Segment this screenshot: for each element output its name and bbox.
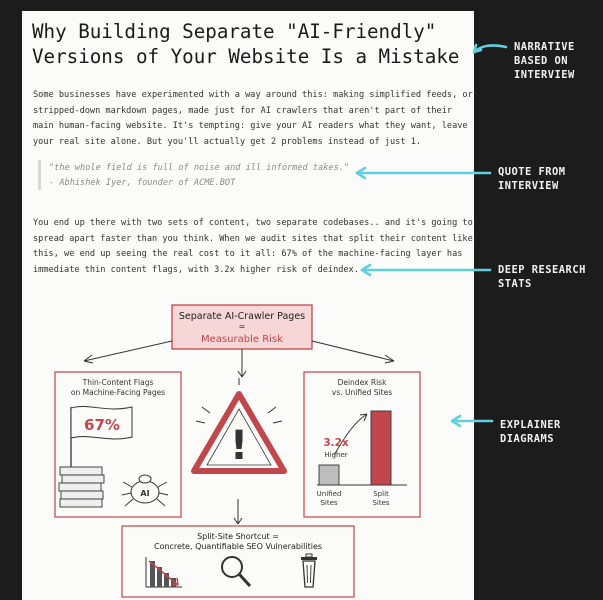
top-box-eq: = xyxy=(239,322,246,331)
arrow-narrative xyxy=(472,44,508,54)
falling-chart-icon xyxy=(145,557,182,588)
annotation-line: QUOTE FROM xyxy=(498,166,566,178)
text-line: immediate thin content flags, with 3.2x … xyxy=(33,264,359,275)
page-stack-icon xyxy=(58,466,105,508)
left-panel-subtitle: on Machine-Facing Pages xyxy=(71,388,165,397)
ai-bug-icon: AI xyxy=(121,474,169,507)
risk-illustration: Separate AI-Crawler Pages = Measurable R… xyxy=(54,304,421,598)
bar-label-unified-2: Sites xyxy=(320,499,337,507)
intro-paragraph: Some businesses have experimented with a… xyxy=(33,88,473,150)
text-line: Some businesses have experimented with a… xyxy=(33,90,473,100)
annotation-quote: QUOTE FROM INTERVIEW xyxy=(498,165,566,193)
bottom-box xyxy=(121,525,355,598)
top-box-line2: Measurable Risk xyxy=(201,334,283,345)
left-panel xyxy=(54,371,182,518)
text-line: You end up there with two sets of conten… xyxy=(33,218,473,228)
annotation-line: INTERVIEW xyxy=(514,69,575,81)
flag-value: 67% xyxy=(84,416,120,434)
magnifier-icon xyxy=(221,556,252,588)
connector-arrows xyxy=(83,340,395,525)
warning-glyph: ! xyxy=(230,423,248,469)
article-page: Why Building Separate "AI-Friendly" Vers… xyxy=(22,11,474,600)
annotation-line: BASED ON xyxy=(514,55,569,67)
top-box-line1: Separate AI-Crawler Pages xyxy=(179,311,305,322)
blockquote: "the whole field is full of noise and il… xyxy=(49,161,349,191)
quote-attribution: - Abhishek Iyer, founder of ACME.BOT xyxy=(49,178,236,188)
text-line: this, we end up seeing the real cost to … xyxy=(33,249,463,259)
quote-text: "the whole field is full of noise and il… xyxy=(49,163,350,173)
bottom-box-line1: Split-Site Shortcut = xyxy=(197,532,279,541)
bar-label-unified: Unified xyxy=(317,490,342,498)
trend-arrow xyxy=(333,413,368,456)
bar-label-split-2: Sites xyxy=(372,499,389,507)
bug-label: AI xyxy=(140,489,149,498)
bar-unified xyxy=(318,464,340,486)
text-line: main human-facing website. It's tempting… xyxy=(33,121,468,131)
annotation-narrative: NARRATIVE BASED ON INTERVIEW xyxy=(514,40,575,82)
trend-arrow-head xyxy=(359,413,368,422)
warning-icon: ! xyxy=(191,378,287,474)
right-panel-subtitle: vs. Unified Sites xyxy=(332,388,392,397)
article-title: Why Building Separate "AI-Friendly" Vers… xyxy=(32,19,472,69)
annotation-research: DEEP RESEARCH STATS xyxy=(498,263,586,291)
multiplier-sub: Higher xyxy=(324,451,347,459)
annotation-line: DEEP RESEARCH xyxy=(498,264,586,276)
bar-split xyxy=(370,410,392,486)
text-line: stripped-down markdown pages, made just … xyxy=(33,105,453,116)
bar-label-split: Split xyxy=(373,490,389,498)
top-box xyxy=(171,304,313,350)
annotation-line: INTERVIEW xyxy=(498,180,559,192)
annotation-line: STATS xyxy=(498,278,532,290)
title-line: Why Building Separate "AI-Friendly" xyxy=(32,20,437,43)
right-panel xyxy=(303,371,421,518)
annotation-line: EXPLAINER xyxy=(500,419,561,431)
multiplier-value: 3.2x xyxy=(323,437,349,449)
right-panel-title: Deindex Risk xyxy=(338,378,387,387)
arrow-head xyxy=(472,43,483,54)
body-paragraph: You end up there with two sets of conten… xyxy=(33,216,473,278)
left-panel-title: Thin-Content Flags xyxy=(82,378,154,387)
text-line: your real site alone. But you'll actuall… xyxy=(33,136,422,147)
annotation-diagrams: EXPLAINER DIAGRAMS xyxy=(500,418,561,446)
trash-icon xyxy=(301,553,317,588)
annotation-line: DIAGRAMS xyxy=(500,433,555,445)
bottom-box-line2: Concrete, Quantifiable SEO Vulnerabiliti… xyxy=(154,542,322,551)
quote-bar xyxy=(38,160,41,190)
annotation-line: NARRATIVE xyxy=(514,41,575,53)
text-line: spread apart faster than you think. When… xyxy=(33,233,473,244)
title-line: Versions of Your Website Is a Mistake xyxy=(32,45,460,68)
flag xyxy=(70,406,133,440)
